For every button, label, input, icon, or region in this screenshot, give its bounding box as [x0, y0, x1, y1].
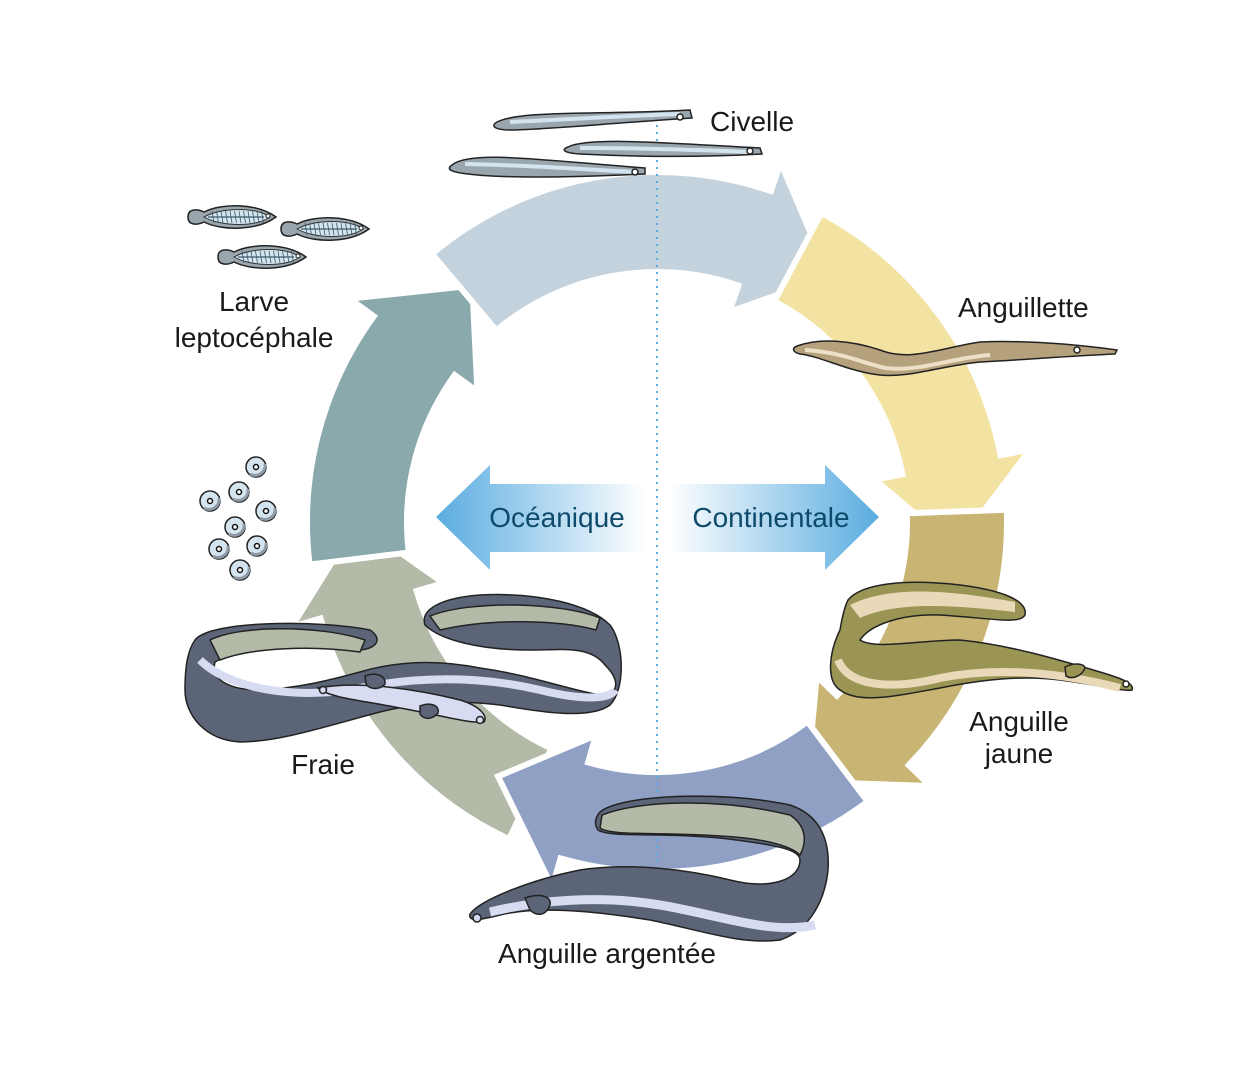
stage-label-jaune-line2: jaune [984, 738, 1054, 769]
continental-arrow: Continentale [668, 465, 879, 570]
glass-eel-icon [563, 140, 764, 158]
egg-icon [245, 456, 267, 478]
larva-illustration [187, 205, 371, 269]
oceanic-label: Océanique [489, 502, 624, 533]
larva-icon [187, 205, 278, 229]
eggs-illustration [199, 456, 277, 581]
stage-label-larve-line2: leptocéphale [175, 322, 334, 353]
stage-label-anguillette: Anguillette [958, 292, 1089, 323]
stage-label-fraie: Fraie [291, 749, 355, 780]
egg-icon [255, 500, 277, 522]
glass-eel-icon [448, 156, 646, 178]
egg-icon [228, 481, 250, 503]
cycle-arrow-larve [304, 282, 481, 568]
egg-icon [229, 559, 251, 581]
stage-label-larve-line1: Larve [219, 286, 289, 317]
egg-icon [246, 535, 268, 557]
egg-icon [208, 538, 230, 560]
anguille-argentee-illustration [469, 795, 829, 942]
continental-label: Continentale [692, 502, 849, 533]
larva-icon [217, 245, 308, 269]
anguille-jaune-illustration [829, 581, 1134, 699]
anguillette-illustration [792, 340, 1119, 377]
cycle-ring [285, 154, 1038, 896]
stage-label-jaune-line1: Anguille [969, 706, 1069, 737]
glass-eel-icon [493, 109, 693, 131]
stage-label-civelle: Civelle [710, 106, 794, 137]
civelle-illustration [448, 109, 764, 178]
egg-icon [224, 516, 246, 538]
egg-icon [199, 490, 221, 512]
stage-label-argentee: Anguille argentée [498, 938, 716, 969]
oceanic-arrow: Océanique [436, 465, 645, 570]
fraie-illustration [184, 593, 622, 743]
cycle-arrow-civelle [427, 154, 834, 335]
larva-icon [280, 217, 371, 241]
